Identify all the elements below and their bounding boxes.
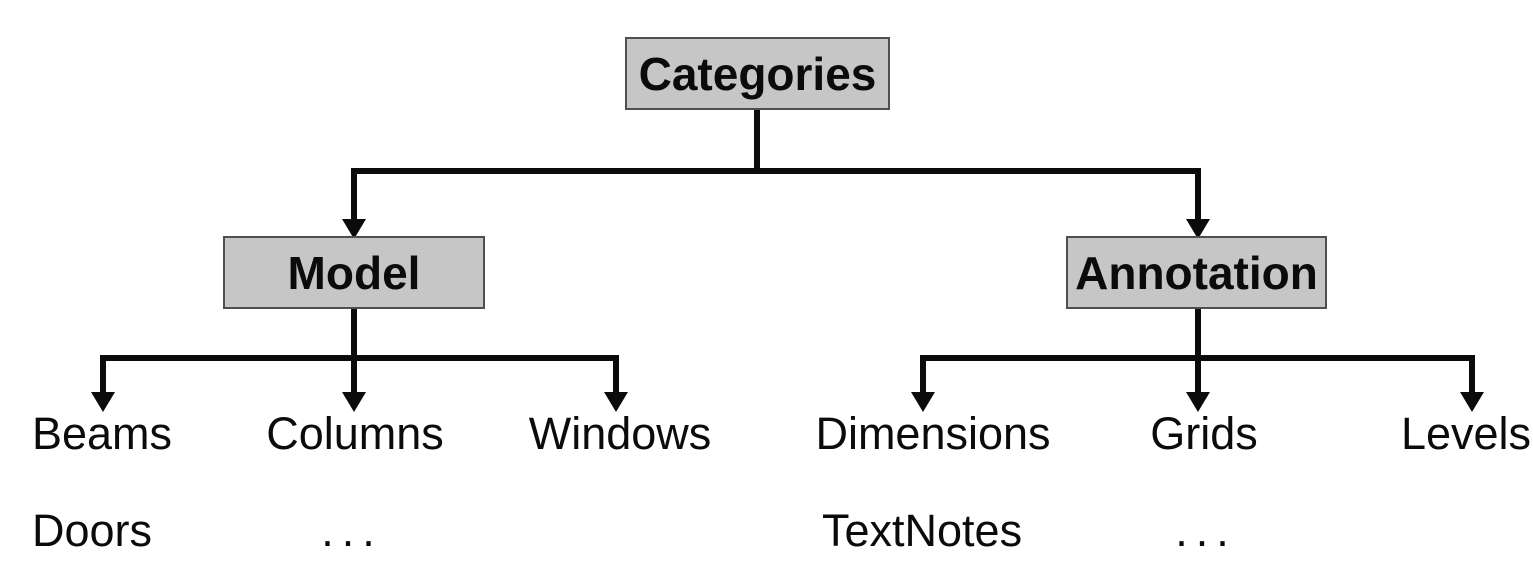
leaf-doors: Doors [32,505,153,556]
node-model-label: Model [287,246,421,299]
leaf-windows: Windows [528,408,712,459]
arrowhead-to-dimensions [911,392,935,412]
arrowhead-to-levels [1460,392,1484,412]
arrowhead-to-beams [91,392,115,412]
leaf-beams: Beams [31,408,173,459]
leaf-dimensions: Dimensions [815,408,1051,459]
node-categories: Categories [625,37,890,110]
ellipsis-model: ... [321,505,383,556]
leaf-textnotes: TextNotes [822,505,1023,556]
node-annotation: Annotation [1066,236,1327,309]
arrowhead-to-grids [1186,392,1210,412]
arrowhead-to-model [342,219,366,239]
node-categories-label: Categories [638,47,877,100]
arrowhead-to-columns [342,392,366,412]
arrowhead-to-annotation [1186,219,1210,239]
leaf-grids: Grids [1150,408,1258,459]
node-model: Model [223,236,485,309]
leaf-levels: Levels [1400,408,1532,459]
node-annotation-label: Annotation [1075,246,1318,299]
arrowhead-to-windows [604,392,628,412]
leaf-columns: Columns [266,408,444,459]
ellipsis-annotation: ... [1175,505,1237,556]
